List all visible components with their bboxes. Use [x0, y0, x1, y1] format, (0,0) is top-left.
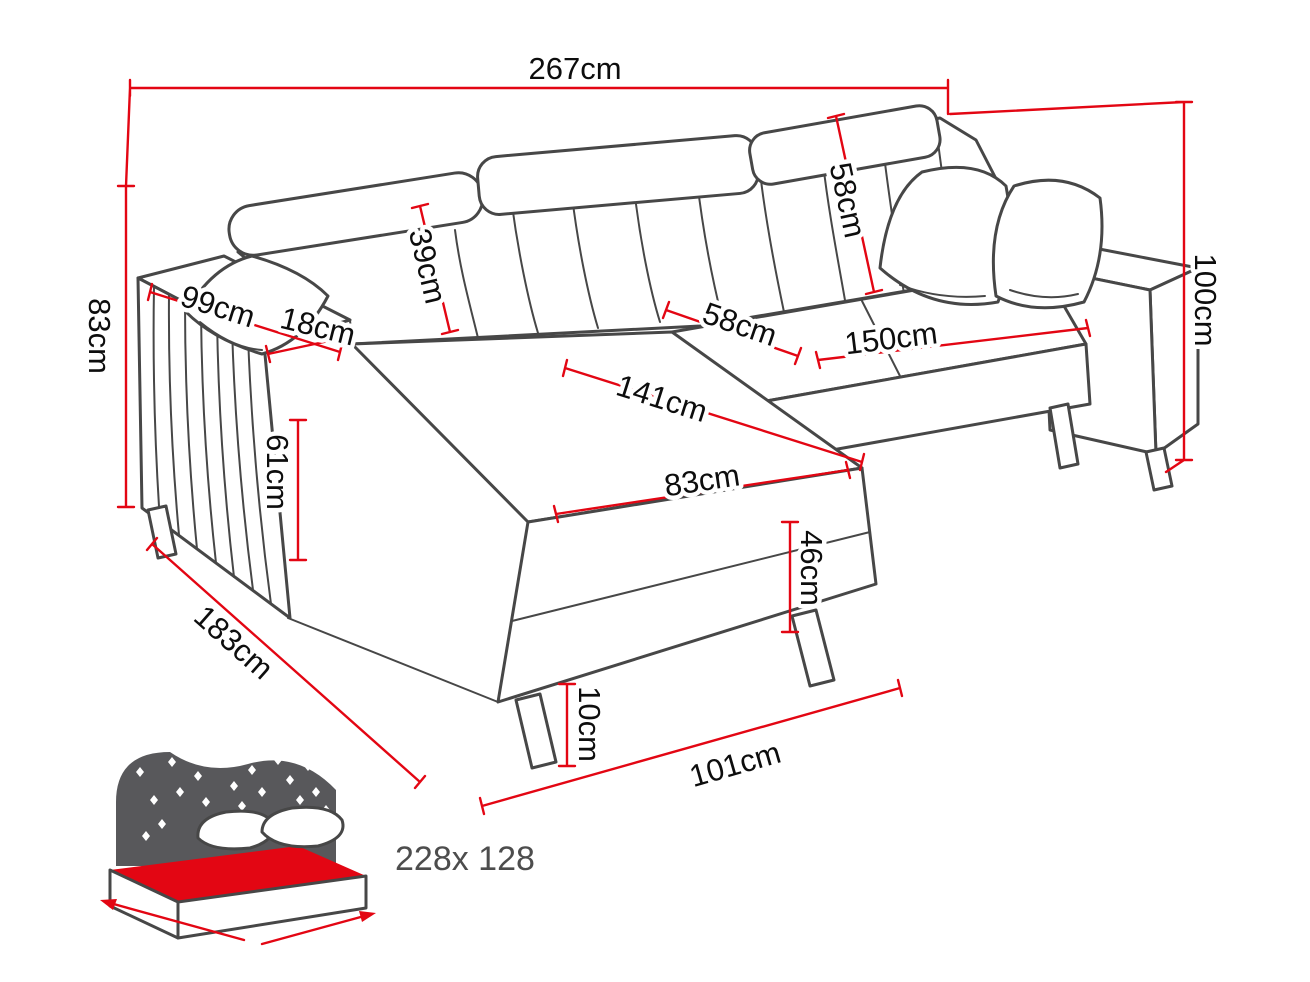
sleeping-function-icon — [100, 752, 376, 946]
dim-line-leg-height — [557, 682, 577, 768]
dim-line-total-height — [948, 100, 1194, 474]
bed-unfold-arrow-right — [260, 913, 370, 946]
dim-label-base-height: 46cm — [794, 530, 829, 606]
dim-line-seat-width — [814, 318, 1092, 370]
chaise-front-seam — [511, 531, 871, 622]
bed-unfold-arrow-right-head — [359, 911, 376, 922]
seat-cushion-seam — [861, 300, 901, 377]
dim-line-headrest-height — [410, 202, 460, 336]
pillow-right-back-crease — [899, 284, 986, 298]
dim-line-chaise-length-diagonal — [561, 358, 866, 472]
bed-unfold-arrow-left — [108, 901, 246, 942]
bed-base-front — [176, 874, 368, 940]
leg-armrest-right — [1144, 446, 1174, 492]
armrest-left-stitching — [152, 285, 272, 605]
dim-label-total-height: 100cm — [1188, 253, 1223, 346]
dim-label-total-depth: 183cm — [187, 598, 280, 686]
leg-chaise-front-right — [790, 608, 836, 688]
dim-line-backrest-height — [826, 112, 884, 296]
dim-label-overall-width: 267cm — [528, 51, 621, 86]
dim-label-armrest-front-height: 61cm — [260, 434, 295, 510]
dim-line-armrest-depth — [146, 282, 344, 362]
pillow-right-front-crease — [1009, 289, 1079, 299]
dim-line-overall-width — [124, 78, 950, 188]
dim-line-side-height — [116, 184, 136, 509]
dim-line-chaise-width — [552, 460, 852, 524]
sleeping-area-size-label: 228x 128 — [395, 840, 535, 878]
chaise-front — [496, 466, 878, 704]
dim-line-chaise-front-width — [478, 678, 904, 816]
dim-label-leg-height: 10cm — [572, 686, 607, 762]
headrest-right — [748, 104, 942, 186]
leg-seat-right — [1048, 402, 1080, 470]
dim-line-armrest-width — [264, 326, 356, 364]
chaise-left-bottom-edge — [287, 617, 499, 703]
pillow-left-crease — [199, 321, 263, 351]
dim-line-armrest-front-height — [288, 418, 308, 562]
leg-chaise-front-left — [514, 692, 558, 770]
dim-line-base-height — [780, 520, 800, 634]
dim-label-side-height: 83cm — [82, 298, 117, 374]
pillow-right-front — [991, 178, 1104, 310]
dimension-lines — [116, 78, 1194, 816]
dim-line-total-depth — [145, 536, 427, 790]
bed-pillow-right — [260, 805, 345, 849]
bed-unfold-arrow-left-head — [100, 899, 117, 910]
bed-mattress-top — [110, 846, 366, 902]
dim-line-seat-depth — [661, 300, 803, 366]
pillow-right-back — [878, 165, 1012, 306]
